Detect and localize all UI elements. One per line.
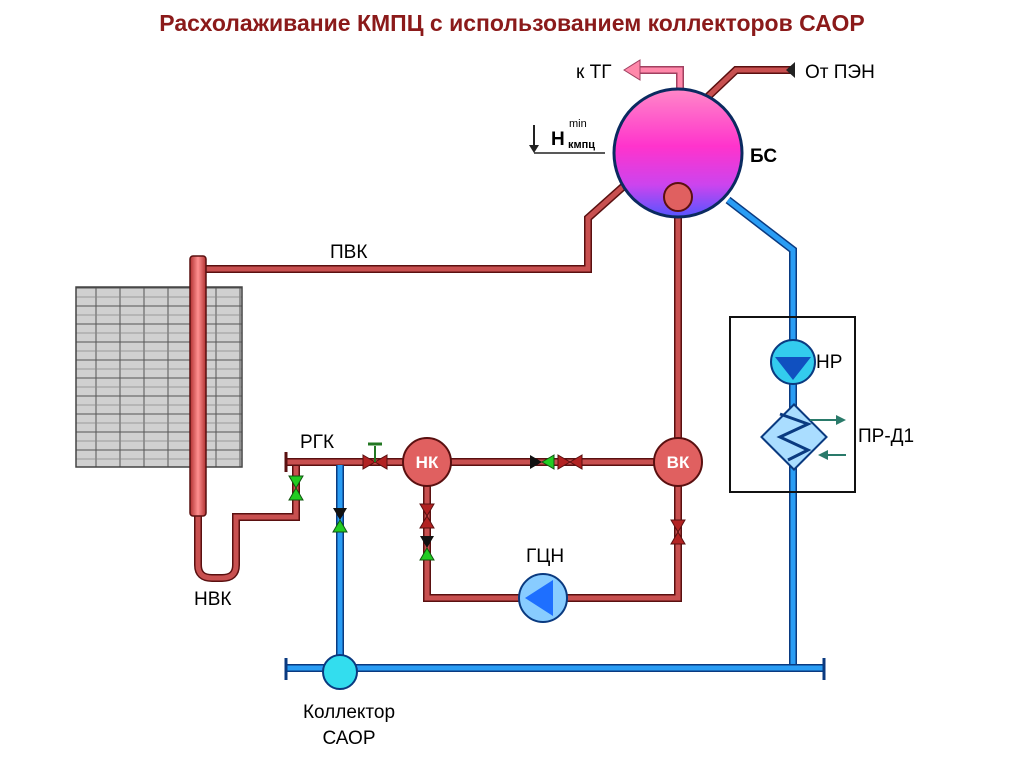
bs-label: БС xyxy=(750,146,777,167)
saor-collector-icon xyxy=(322,654,358,690)
level-arrow-icon xyxy=(529,125,605,154)
level-h-label: H xyxy=(551,129,565,150)
diagram-title: Расхолаживание КМПЦ с использованием кол… xyxy=(159,10,865,36)
arrow-left-icon xyxy=(623,59,641,81)
gcn-pump-icon xyxy=(518,573,568,623)
arrow-right-icon xyxy=(836,415,846,425)
pump-icon xyxy=(770,339,816,385)
arrow-left-icon xyxy=(818,450,828,460)
level-sup-label: min xyxy=(569,118,587,130)
cold-pipes xyxy=(284,196,826,680)
from-pen-label: От ПЭН xyxy=(805,62,875,83)
drum-separator-icon xyxy=(612,87,744,219)
nk-header xyxy=(402,437,452,487)
heat-exchanger-icon xyxy=(760,403,846,471)
pr-d1-frame xyxy=(729,316,856,493)
fuel-channel-icon xyxy=(189,255,207,517)
collector-label-line2: САОР xyxy=(322,728,375,749)
level-sub-label: кмпц xyxy=(568,139,595,151)
nk-label: НК xyxy=(416,453,439,472)
rgk-label: РГК xyxy=(300,432,334,453)
to-tg-label: к ТГ xyxy=(576,62,612,83)
pvk-label: ПВК xyxy=(330,242,367,263)
vk-label: ВК xyxy=(667,453,690,472)
collector-label-line1: Коллектор xyxy=(303,702,395,723)
nvk-label: НВК xyxy=(194,589,231,610)
vk-header xyxy=(653,437,703,487)
graphite-stack xyxy=(75,286,243,468)
gcn-label: ГЦН xyxy=(526,546,564,567)
pr-d1-label: ПР-Д1 xyxy=(858,426,914,447)
valve-icon xyxy=(288,62,795,561)
steam-line xyxy=(623,59,684,96)
nr-label: НР xyxy=(816,352,842,373)
